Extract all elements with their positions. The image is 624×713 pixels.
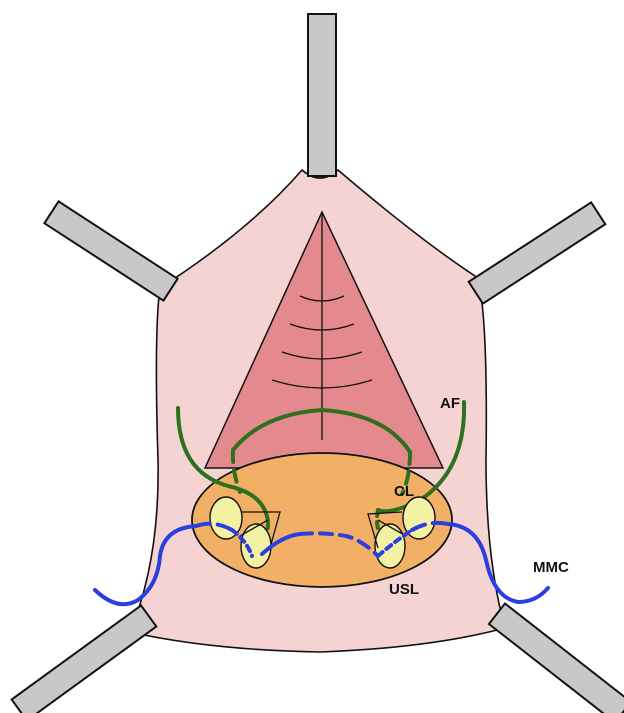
retractor-upper-left xyxy=(44,201,177,300)
label-mmc: MMC xyxy=(533,559,569,576)
retractor-top xyxy=(308,14,336,176)
label-usl: USL xyxy=(389,581,419,598)
retractor-upper-right xyxy=(469,202,606,303)
label-af: AF xyxy=(440,395,460,412)
retractor-lower-right xyxy=(489,604,624,713)
retractor-lower-left xyxy=(12,605,157,713)
label-cl: CL xyxy=(394,483,414,500)
